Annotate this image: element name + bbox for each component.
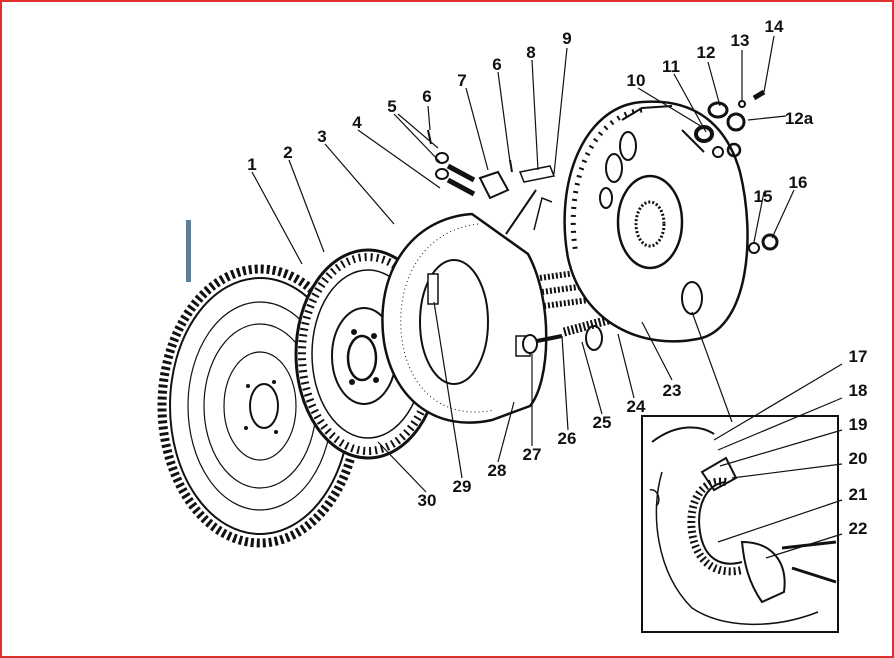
- label-part-26: 26: [558, 429, 577, 448]
- label-part-23: 23: [663, 381, 682, 400]
- part-labels: 1 2 3 4 5 6 7 6 8 9 10 11 12 13 14 12a 1…: [247, 17, 867, 538]
- label-part-25: 25: [593, 413, 612, 432]
- label-part-1: 1: [247, 155, 256, 174]
- label-part-12a: 12a: [785, 109, 814, 128]
- label-part-12: 12: [697, 43, 716, 62]
- label-part-4: 4: [352, 113, 362, 132]
- label-part-9: 9: [562, 29, 571, 48]
- label-part-18: 18: [849, 381, 868, 400]
- label-part-22: 22: [849, 519, 868, 538]
- label-part-10: 10: [627, 71, 646, 90]
- leader-lines: [251, 35, 843, 559]
- label-part-19: 19: [849, 415, 868, 434]
- label-part-24: 24: [627, 397, 646, 416]
- label-part-8: 8: [526, 43, 535, 62]
- cover-plate: [563, 100, 749, 343]
- label-part-14: 14: [765, 17, 784, 36]
- label-part-29: 29: [453, 477, 472, 496]
- label-part-17: 17: [849, 347, 868, 366]
- label-part-6: 6: [422, 87, 431, 106]
- label-part-11: 11: [662, 57, 680, 76]
- label-part-5: 5: [387, 97, 396, 116]
- label-part-7: 7: [457, 71, 466, 90]
- label-part-20: 20: [849, 449, 868, 468]
- inset-detail: [641, 415, 839, 633]
- label-part-28: 28: [488, 461, 507, 480]
- label-part-16: 16: [789, 173, 808, 192]
- label-part-30: 30: [418, 491, 437, 510]
- small-hardware: [694, 89, 779, 254]
- pressure-plate: [381, 212, 548, 424]
- marker-bar: [186, 220, 191, 282]
- label-part-21: 21: [849, 485, 868, 504]
- label-part-6b: 6: [492, 55, 501, 74]
- label-part-3: 3: [317, 127, 326, 146]
- label-part-13: 13: [731, 31, 750, 50]
- label-part-2: 2: [283, 143, 292, 162]
- label-part-27: 27: [523, 445, 542, 464]
- label-part-15: 15: [754, 187, 773, 206]
